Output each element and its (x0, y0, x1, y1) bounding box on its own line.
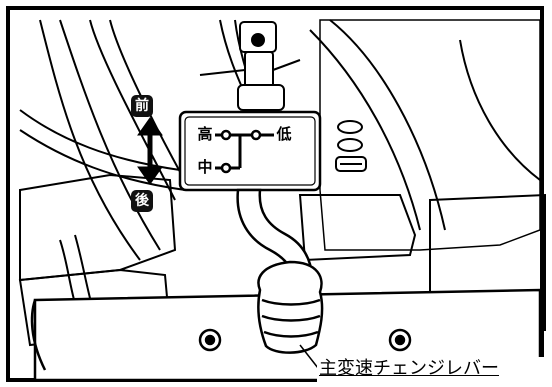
gate-label-high: 高 (195, 124, 215, 144)
gate-label-mid: 中 (195, 157, 215, 177)
reverse-badge: 後 (131, 190, 153, 212)
top-connector (199, 21, 301, 111)
indicator-lamps (335, 120, 367, 172)
gate-label-low: 低 (274, 124, 294, 144)
forward-badge: 前 (131, 95, 153, 117)
direction-arrow (137, 117, 163, 185)
callout-leader-line (299, 344, 319, 369)
lever-knob (257, 260, 324, 354)
main-shift-lever-label: 主変速チェンジレバー (317, 357, 552, 387)
